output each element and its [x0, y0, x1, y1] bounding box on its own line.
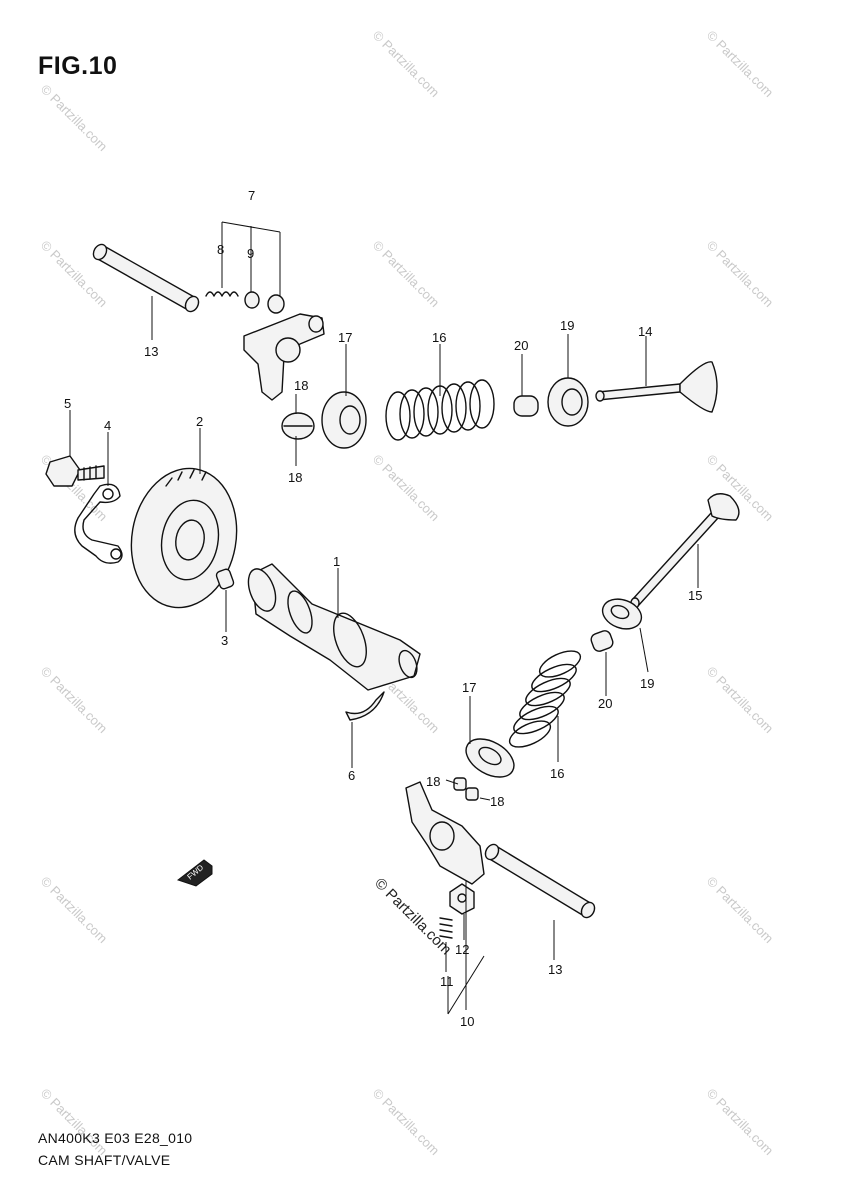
- callout-13-lower: 13: [548, 962, 562, 977]
- callout-16-lower: 16: [550, 766, 564, 781]
- callout-1: 1: [333, 554, 340, 569]
- callout-12: 12: [455, 942, 469, 957]
- callout-7: 7: [248, 188, 255, 203]
- callout-18-c: 18: [426, 774, 440, 789]
- callout-20-lower: 20: [598, 696, 612, 711]
- valve-cotter-upper: [281, 412, 315, 440]
- watermark: © Partzilla.com: [704, 238, 777, 311]
- spring-retainer-lower: [465, 738, 515, 778]
- callout-2: 2: [196, 414, 203, 429]
- watermark: © Partzilla.com: [704, 874, 777, 947]
- tappet-adjust-nut: [449, 883, 475, 915]
- watermark: © Partzilla.com: [370, 452, 443, 525]
- rocker-arm-upper: [205, 291, 325, 401]
- callout-17-upper: 17: [338, 330, 352, 345]
- watermark: © Partzilla.com: [38, 82, 111, 155]
- diagram-caption: CAM SHAFT/VALVE: [38, 1152, 171, 1168]
- rocker-shaft-lower: [484, 843, 596, 919]
- camshaft: [247, 563, 421, 691]
- callout-19-lower: 19: [640, 676, 654, 691]
- cam-retainer: [345, 691, 385, 721]
- valve-spring-upper: [385, 379, 495, 441]
- stem-seal-lower: [590, 630, 614, 652]
- watermark: © Partzilla.com: [704, 1086, 777, 1159]
- watermark: © Partzilla.com: [704, 28, 777, 101]
- rocker-shaft-upper: [92, 243, 200, 313]
- cam-sprocket: [130, 467, 238, 609]
- callout-19-upper: 19: [560, 318, 574, 333]
- callout-20-upper: 20: [514, 338, 528, 353]
- callout-14: 14: [638, 324, 652, 339]
- rocker-arm-lower: [405, 781, 485, 885]
- callout-labels: 1 2 3 4 5 6 7 8 9 10 11 12 13 13 14 15 1…: [64, 188, 702, 1029]
- watermark-center: © Partzilla.com: [371, 875, 454, 958]
- spring-seat-upper: [547, 377, 589, 427]
- dowel-pin: [215, 568, 235, 590]
- callout-4: 4: [104, 418, 111, 433]
- spring-seat-lower: [601, 598, 643, 630]
- leader-lines: [69, 221, 699, 1015]
- cam-sprocket-bolt: [45, 455, 105, 487]
- callout-6: 6: [348, 768, 355, 783]
- callout-15: 15: [688, 588, 702, 603]
- watermark: © Partzilla.com: [38, 1086, 111, 1159]
- watermark: © Partzilla.com: [370, 28, 443, 101]
- watermark: © Partzilla.com: [370, 1086, 443, 1159]
- callout-18-a: 18: [294, 378, 308, 393]
- forward-arrow-icon: FWD: [176, 859, 213, 887]
- callout-18-d: 18: [490, 794, 504, 809]
- callout-16-upper: 16: [432, 330, 446, 345]
- callout-18-b: 18: [288, 470, 302, 485]
- spring-retainer-upper: [321, 391, 367, 449]
- valve-lower: [630, 493, 740, 609]
- valve-cotter-lower: [453, 777, 479, 801]
- valve-upper: [595, 361, 718, 413]
- valve-spring-lower: [508, 650, 582, 748]
- bolt-lock-plate: [74, 483, 123, 564]
- callout-10: 10: [460, 1014, 474, 1029]
- callout-3: 3: [221, 633, 228, 648]
- callout-11: 11: [440, 974, 454, 989]
- watermark: © Partzilla.com: [38, 664, 111, 737]
- stem-seal-upper: [513, 395, 539, 417]
- callout-9: 9: [247, 246, 254, 261]
- figure-title: FIG.10: [38, 52, 118, 80]
- tappet-adjust-screw: [439, 917, 453, 939]
- watermark: © Partzilla.com: [704, 664, 777, 737]
- model-code: AN400K3 E03 E28_010: [38, 1130, 193, 1146]
- watermark: © Partzilla.com: [370, 238, 443, 311]
- callout-13-upper: 13: [144, 344, 158, 359]
- watermark: © Partzilla.com: [38, 874, 111, 947]
- callout-17-lower: 17: [462, 680, 476, 695]
- callout-5: 5: [64, 396, 71, 411]
- callout-8: 8: [217, 242, 224, 257]
